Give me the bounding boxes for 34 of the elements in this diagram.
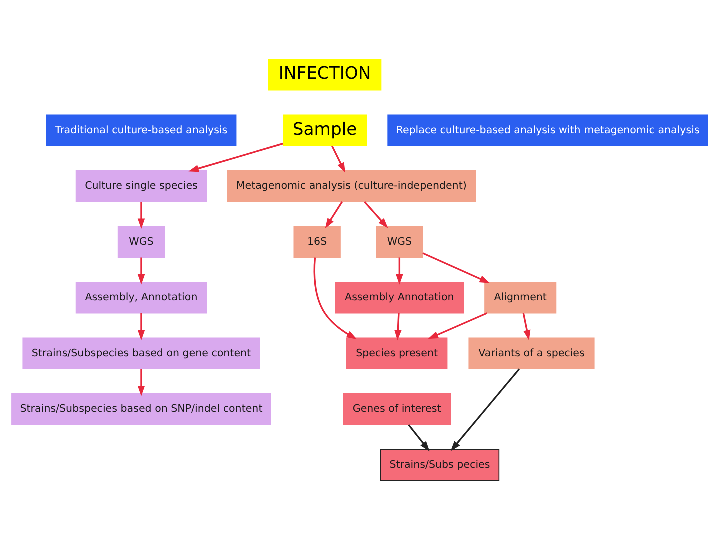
node-box: Species present	[346, 338, 448, 370]
node-box: Replace culture-based analysis with metagenomic analysis	[388, 114, 708, 146]
arrow	[428, 312, 488, 340]
arrow	[332, 146, 346, 174]
node-box: Genes of interest	[343, 394, 452, 426]
arrow	[325, 202, 343, 229]
node-box: Strains/Subspecies based on gene content	[22, 338, 260, 370]
node-box: WGS	[118, 226, 166, 258]
node-box: Traditional culture-based analysis	[46, 114, 237, 146]
node-box: 16S	[294, 226, 341, 258]
node-box: Strains/Subs pecies	[380, 449, 500, 481]
node-box: Sample	[283, 114, 368, 146]
arrow	[138, 258, 146, 285]
node-box: WGS	[376, 226, 424, 258]
arrow	[408, 424, 430, 452]
arrow	[138, 202, 146, 230]
arrow	[138, 369, 146, 396]
node-box: Assembly, Annotation	[76, 282, 208, 314]
arrow	[522, 313, 531, 341]
arrow	[364, 201, 388, 228]
node-box: Assembly Annotation	[335, 282, 464, 314]
node-box: Variants of a species	[468, 338, 595, 370]
node-box: Alignment	[484, 282, 557, 314]
arrow	[394, 313, 402, 341]
node-box: Strains/Subspecies based on SNP/indel content	[12, 394, 272, 426]
arrow	[450, 368, 520, 452]
node-box: INFECTION	[268, 59, 382, 91]
node-box: Metagenomic analysis (culture-independent)	[227, 170, 476, 202]
arrow	[422, 252, 490, 284]
arrow	[138, 314, 146, 341]
arrow	[396, 258, 404, 285]
arrow	[314, 258, 358, 340]
node-box: Culture single species	[76, 170, 208, 202]
arrow	[188, 142, 284, 172]
